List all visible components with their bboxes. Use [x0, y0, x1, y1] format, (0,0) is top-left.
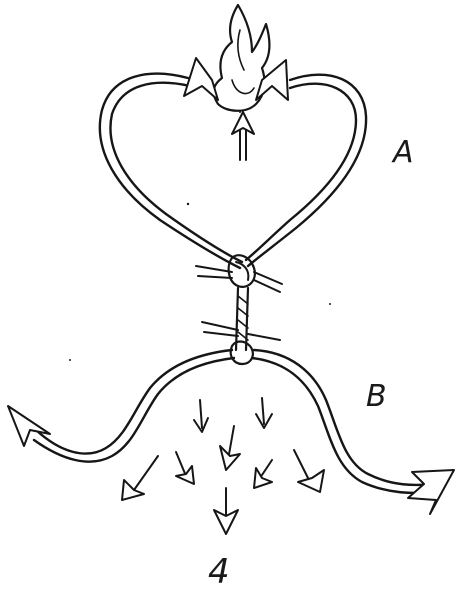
label-b: B	[366, 382, 387, 412]
figure-number: 4	[208, 555, 230, 589]
barbed-arrow-left	[8, 406, 50, 446]
down-arrow-icon	[194, 400, 208, 432]
down-arrow-icon	[256, 398, 272, 428]
down-arrow-icon	[220, 426, 240, 470]
label-a: A	[393, 138, 414, 168]
down-arrow-icon	[214, 488, 238, 534]
curve-b	[34, 350, 436, 493]
barbed-arrow-right	[408, 470, 454, 514]
up-arrow-icon	[232, 112, 254, 160]
knot	[196, 255, 282, 364]
down-arrow-icon	[176, 452, 194, 484]
downward-arrows	[122, 398, 324, 534]
down-arrow-icon	[294, 450, 324, 492]
down-arrow-icon	[122, 456, 158, 500]
down-arrow-icon	[254, 460, 272, 488]
heart-arrow-right	[256, 60, 288, 100]
heart-loop	[100, 74, 366, 268]
heart-arrow-left	[184, 58, 218, 100]
